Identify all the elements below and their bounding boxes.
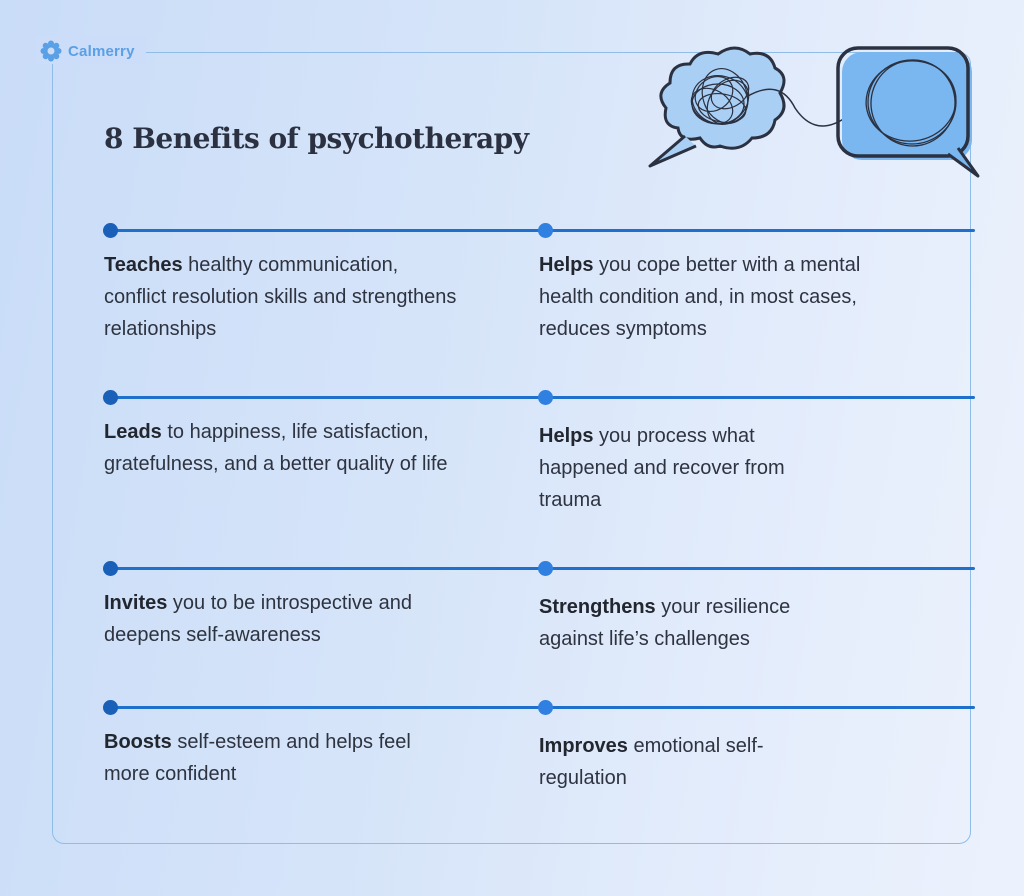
bullet-dot-icon [538,223,553,238]
benefit-item: Helps you process what happened and reco… [539,425,785,511]
flower-icon [40,40,62,62]
content-frame [52,52,971,844]
brand-name: Calmerry [68,42,135,60]
benefit-item: Leads to happiness, life satisfaction, g… [104,421,448,475]
bullet-dot-icon [103,561,118,576]
page-title: 8 Benefits of psychotherapy [104,122,529,155]
bullet-dot-icon [538,561,553,576]
bullet-dot-icon [538,390,553,405]
circle-speech-bubble-icon [836,46,980,178]
benefit-item: Helps you cope better with a mental heal… [539,254,861,340]
brand-logo: Calmerry [40,40,135,62]
speech-bubbles-illustration [640,38,985,188]
benefit-item: Invites you to be introspective and deep… [104,592,412,646]
bullet-dot-icon [103,700,118,715]
benefit-item: Strengthens your resilience against life… [539,596,791,650]
benefit-item: Improves emotional self-regulation [539,735,764,789]
bullet-dot-icon [103,390,118,405]
benefit-item: Teaches healthy communication, conflict … [104,254,457,340]
benefit-item: Boosts self-esteem and helps feel more c… [104,731,411,785]
bullet-dot-icon [538,700,553,715]
tangled-thought-bubble-icon [648,46,786,168]
bullet-dot-icon [103,223,118,238]
